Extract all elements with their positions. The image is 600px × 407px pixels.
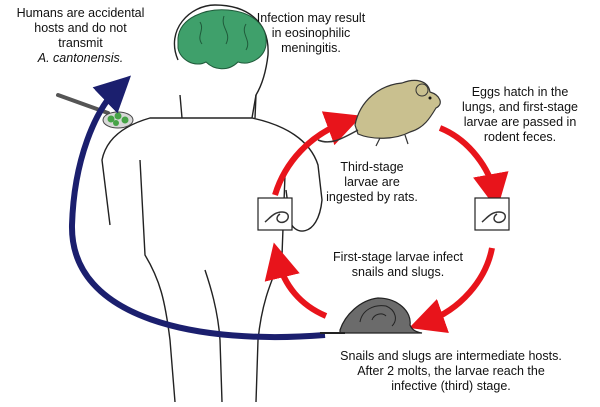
larva-box-left xyxy=(257,197,293,231)
label-snails-line-1: Snails and slugs are intermediate hosts. xyxy=(340,349,562,363)
label-third-stage-line-1: Third-stage xyxy=(340,160,404,174)
label-eggs: Eggs hatch in the lungs, and first-stage… xyxy=(446,85,594,145)
larva-box-right xyxy=(474,197,510,231)
label-humans: Humans are accidental hosts and do not t… xyxy=(8,6,153,66)
label-snails-line-2: After 2 molts, the larvae reach the xyxy=(357,364,545,378)
label-eggs-line-1: Eggs hatch in the xyxy=(471,85,569,99)
label-humans-line-2: hosts and do not xyxy=(34,21,127,35)
cycle-arrow-bottom-right xyxy=(409,247,495,333)
label-infection-line-1: Infection may result xyxy=(256,11,366,25)
label-humans-line-1: Humans are accidental xyxy=(16,6,145,20)
snail-icon xyxy=(320,297,423,334)
label-infection-line-3: meningitis. xyxy=(281,41,341,55)
label-third-stage-line-3: ingested by rats. xyxy=(326,190,418,204)
cycle-arrow-bottom-left xyxy=(264,242,328,319)
label-first-stage: First-stage larvae infect snails and slu… xyxy=(318,250,478,280)
label-eggs-line-2: lungs, and first-stage xyxy=(461,100,579,114)
cycle-arrow-top-right xyxy=(438,125,509,210)
label-infection: Infection may result in eosinophilic men… xyxy=(236,11,386,56)
label-eggs-line-3: larvae are passed in xyxy=(463,115,577,129)
brain-icon xyxy=(177,9,267,70)
label-infection-line-2: in eosinophilic xyxy=(271,26,351,40)
cycle-arrow-top-left xyxy=(272,111,362,196)
label-snails-line-3: infective (third) stage. xyxy=(391,379,511,393)
snail-to-human-arrow xyxy=(68,75,326,340)
label-first-stage-line-1: First-stage larvae infect xyxy=(333,250,463,264)
label-first-stage-line-2: snails and slugs. xyxy=(351,265,445,279)
label-humans-species: A. cantonensis. xyxy=(37,51,124,65)
label-eggs-line-4: rodent feces. xyxy=(483,130,557,144)
label-third-stage-line-2: larvae are xyxy=(344,175,400,189)
label-humans-line-3: transmit xyxy=(58,36,103,50)
label-third-stage: Third-stage larvae are ingested by rats. xyxy=(312,160,432,205)
cycle-arrows xyxy=(264,111,509,333)
rat-icon xyxy=(317,79,441,147)
label-snails: Snails and slugs are intermediate hosts.… xyxy=(320,349,582,394)
